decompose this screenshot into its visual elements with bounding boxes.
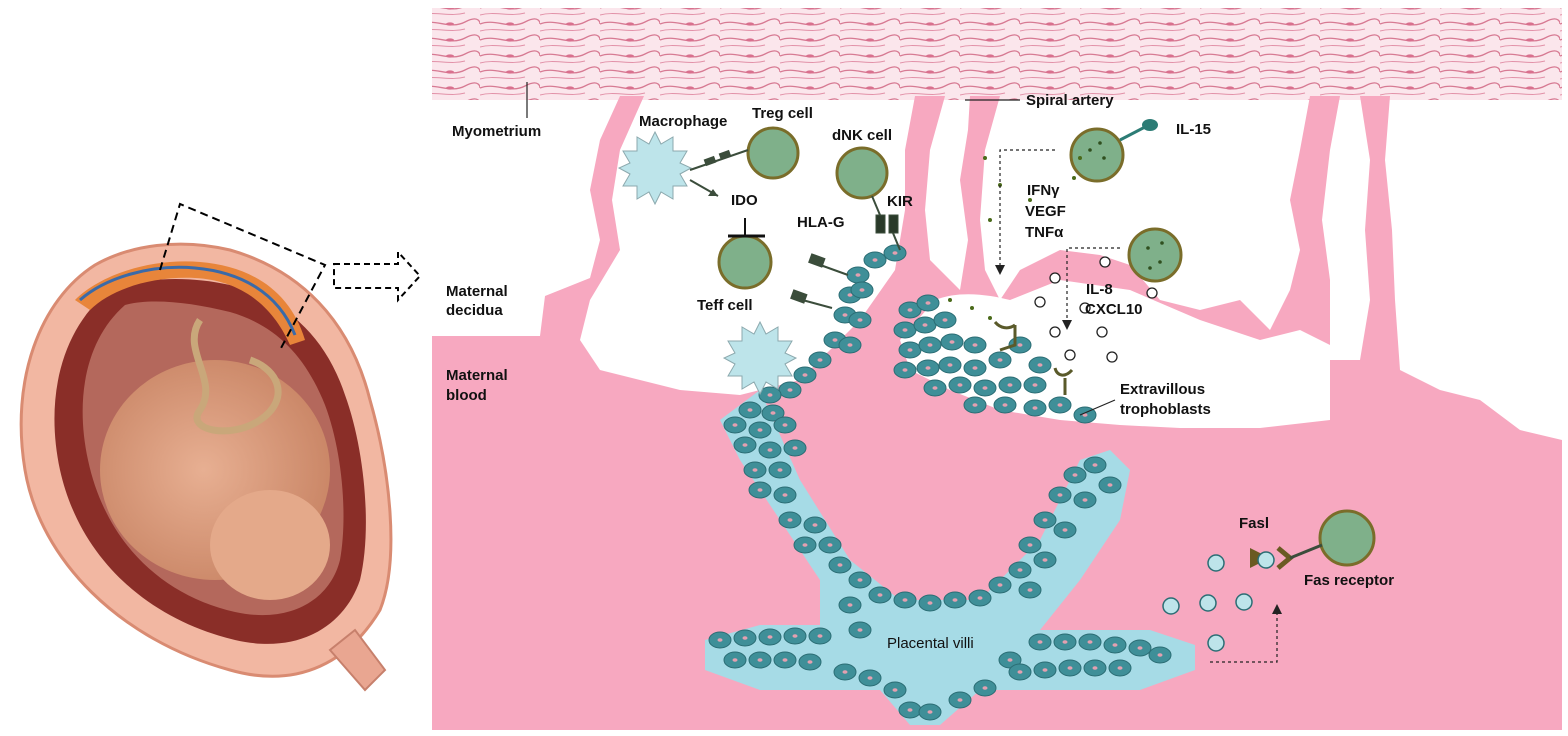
- maternal-blood-label-1: Maternal: [446, 367, 508, 384]
- interactions: [689, 149, 1323, 570]
- ido-label: IDO: [731, 192, 758, 209]
- teff-cell: [717, 234, 773, 290]
- decidua-tissue: [432, 96, 1562, 730]
- fas-receptor-label: Fas receptor: [1304, 572, 1395, 589]
- evt-label-1: Extravillous: [1120, 381, 1206, 398]
- maternal-blood-label-2: blood: [446, 387, 487, 404]
- cxcl10-label: CXCL10: [1085, 301, 1143, 318]
- maternal-decidua-label-2: decidua: [446, 302, 503, 319]
- macrophage-lower: [722, 320, 798, 396]
- nk-cell-il15: [1069, 119, 1158, 183]
- arrow-right-icon: [333, 249, 422, 303]
- macrophage-icon: [617, 130, 693, 206]
- chemokine-circles: [1034, 256, 1158, 363]
- soluble-fasl-circles: [1162, 551, 1275, 652]
- macrophage-label: Macrophage: [639, 113, 728, 130]
- il8-label: IL-8: [1086, 281, 1113, 298]
- ifng-label: IFNγ: [1027, 182, 1060, 199]
- tnfa-label: TNFα: [1025, 224, 1064, 241]
- myometrium-layer: [432, 8, 1562, 100]
- treg-cell: [746, 126, 800, 180]
- kir-label: KIR: [887, 193, 913, 210]
- tissue-panel: [432, 8, 1562, 730]
- fasl-label: Fasl: [1239, 515, 1270, 532]
- dnk-cell: [835, 146, 889, 200]
- vegf-label: VEGF: [1025, 203, 1066, 220]
- evt-label-2: trophoblasts: [1120, 401, 1211, 418]
- maternal-decidua-label-1: Maternal: [446, 283, 508, 300]
- placental-villi-label: Placental villi: [887, 635, 974, 652]
- treg-cell-label: Treg cell: [752, 105, 813, 122]
- uterus-fetus-icon: [19, 242, 393, 692]
- signal-arrows: [526, 82, 1282, 663]
- myometrium-label: Myometrium: [452, 123, 542, 140]
- nk-cell-il8: [1127, 227, 1183, 283]
- dnk-cell-label: dNK cell: [832, 127, 893, 144]
- callout-lines: [159, 202, 422, 351]
- fas-cell: [1318, 509, 1376, 567]
- spiral-artery-label: Spiral artery: [1026, 92, 1114, 109]
- hla-g-label: HLA-G: [797, 214, 845, 231]
- teff-cell-label: Teff cell: [697, 297, 753, 314]
- il15-label: IL-15: [1176, 121, 1212, 138]
- cytokine-dots: [948, 156, 1082, 320]
